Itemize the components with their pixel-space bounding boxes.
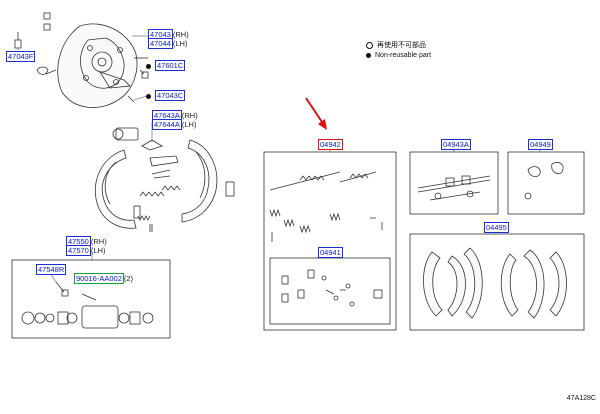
suffix-lh: (LH) — [90, 246, 106, 255]
part-label-47044[interactable]: 47044 — [148, 38, 173, 49]
part-label-47570[interactable]: 47570 — [66, 245, 91, 256]
quantity-suffix: (2) — [123, 274, 134, 283]
legend-note-2: Non-reusable part — [366, 52, 431, 59]
part-label-04949[interactable]: 04949 — [528, 139, 553, 150]
suffix-lh: (LH) — [172, 39, 188, 48]
part-label-group-47043-47044: 47043(RH) 47044(LH) — [148, 29, 189, 49]
kit-box-04495 — [409, 233, 585, 331]
legend-note-1: 再使用不可部品 — [366, 40, 426, 50]
rear-brake-shoe-set — [423, 247, 567, 319]
part-label-47043c-row: 47043C — [146, 90, 186, 101]
part-label-group-47643a-47644a: 47643A(RH) 47644A(LH) — [152, 110, 198, 130]
part-label-group-47550-47570: 47550(RH) 47570(LH) — [66, 236, 107, 256]
part-label-47644a[interactable]: 47644A — [152, 119, 182, 130]
small-kit-parts — [524, 162, 564, 200]
adjuster-lever-parts — [137, 139, 181, 232]
part-label-90016-row: 90016-AA002(2) — [74, 273, 134, 284]
part-label-04942-highlighted[interactable]: 04942 — [318, 139, 343, 150]
suffix-lh: (LH) — [181, 120, 197, 129]
part-label-47643a[interactable]: 47643A — [152, 110, 182, 121]
brake-backing-plate — [45, 23, 148, 108]
part-label-04943a[interactable]: 04943A — [441, 139, 471, 150]
red-arrow-indicator — [305, 97, 327, 130]
double-ring-marker-icon — [366, 41, 373, 49]
suffix-rh: (RH) — [181, 111, 198, 120]
wheel-cylinder-parts — [21, 281, 154, 329]
part-label-90016-aa002[interactable]: 90016-AA002 — [74, 273, 124, 284]
wheel-cylinder-box — [11, 259, 171, 339]
kit-box-04949 — [507, 151, 585, 215]
part-label-47043c[interactable]: 47043C — [155, 90, 186, 101]
non-reusable-dot-icon — [146, 63, 151, 69]
part-label-04495[interactable]: 04495 — [484, 222, 509, 233]
left-brake-shoes — [94, 139, 235, 229]
part-label-47601c[interactable]: 47601C — [155, 60, 186, 71]
part-label-47601c-row: 47601C — [146, 60, 186, 71]
suffix-rh: (RH) — [172, 30, 189, 39]
wheel-cylinder-small — [112, 127, 139, 141]
diagram-code: 47A128C — [566, 395, 596, 402]
non-reusable-dot-icon — [146, 93, 151, 99]
adjuster-strut-parts — [417, 175, 491, 201]
legend-note-2-text: Non-reusable part — [375, 52, 432, 59]
part-label-47043[interactable]: 47043 — [148, 29, 173, 40]
suffix-rh: (RH) — [90, 237, 107, 246]
dot-marker-icon — [366, 52, 371, 58]
part-label-47043f[interactable]: 47043F — [6, 51, 36, 62]
part-label-04941[interactable]: 04941 — [318, 247, 343, 258]
hold-down-parts — [281, 269, 383, 307]
kit-box-04942 — [263, 151, 397, 331]
kit-box-04941 — [269, 257, 391, 325]
part-label-47550[interactable]: 47550 — [66, 236, 91, 247]
part-label-47548r[interactable]: 47548R — [36, 264, 67, 275]
legend-note-1-text: 再使用不可部品 — [377, 42, 426, 49]
spring-kit-parts — [269, 171, 383, 242]
